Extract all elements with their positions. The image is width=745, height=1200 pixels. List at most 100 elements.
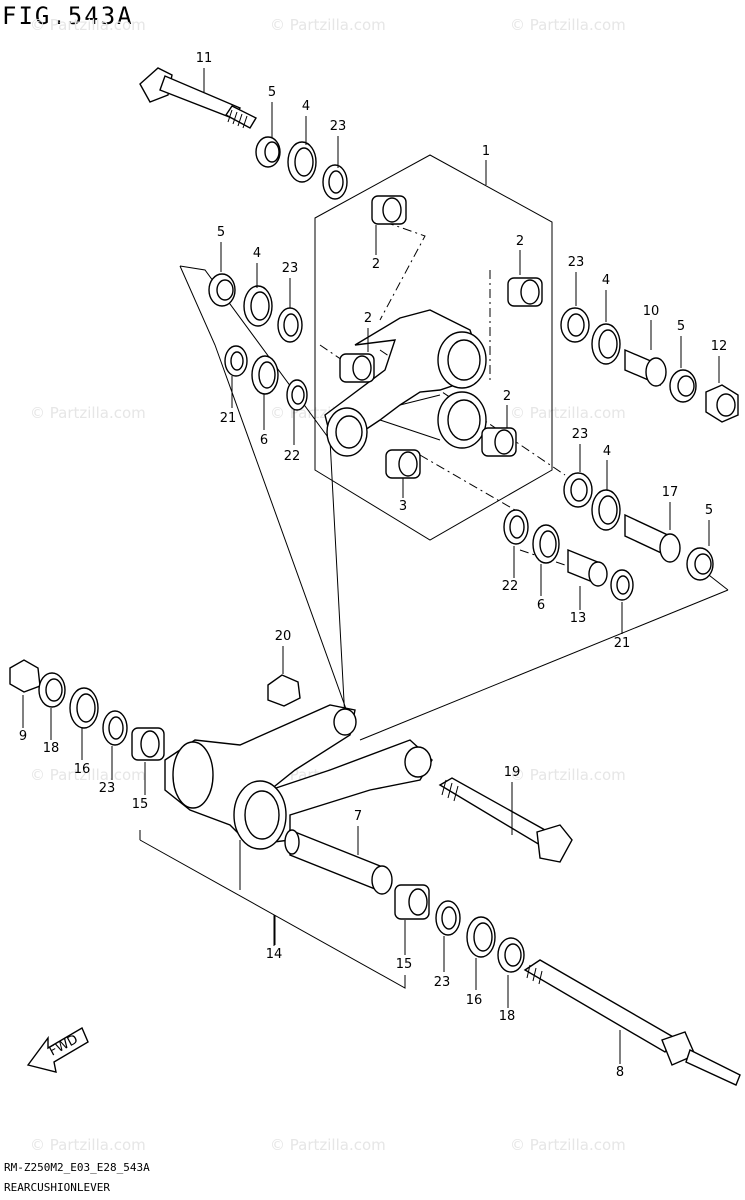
washer-23-right	[560, 307, 590, 343]
bolt-11	[139, 67, 257, 129]
callout-number: 7	[354, 809, 362, 824]
callout-number: 13	[570, 611, 587, 626]
spacer-17	[624, 513, 681, 563]
callout-number: 16	[74, 762, 91, 777]
callout-number: 1	[482, 144, 490, 159]
washer-23-top	[322, 164, 348, 200]
watermark: © Partzilla.com	[30, 404, 146, 422]
leader-line	[179, 265, 346, 721]
callout-number: 4	[603, 444, 611, 459]
callout-number: 23	[99, 781, 116, 796]
connecting-rod-14	[164, 704, 433, 850]
washer-23-lower-right	[435, 900, 461, 936]
bearing-2-d	[481, 427, 517, 457]
bearing-2-a	[371, 195, 407, 225]
seal-6-left	[251, 355, 279, 395]
watermark: © Partzilla.com	[510, 1136, 626, 1154]
callout-number: 15	[396, 957, 413, 972]
callout-number: 9	[19, 729, 27, 744]
callout-number: 3	[399, 499, 407, 514]
callout-number: 5	[217, 225, 225, 240]
callout-number: 5	[705, 503, 713, 518]
guide-line	[379, 221, 426, 321]
guide-line	[419, 454, 516, 511]
callout-number: 18	[499, 1009, 516, 1024]
washer-22-left	[286, 379, 308, 411]
collar-18-left	[38, 672, 66, 708]
collar-5-top	[255, 136, 281, 168]
callout-number: 4	[253, 246, 261, 261]
callout-number: 14	[266, 947, 283, 962]
callout-number: 4	[302, 99, 310, 114]
callout-number: 8	[616, 1065, 624, 1080]
callout-number: 23	[434, 975, 451, 990]
callout-number: 17	[662, 485, 679, 500]
spacer-10	[624, 348, 667, 387]
callout-number: 10	[643, 304, 660, 319]
watermark: © Partzilla.com	[270, 1136, 386, 1154]
bearing-3	[385, 449, 421, 479]
callout-number: 2	[364, 311, 372, 326]
collar-5-left	[208, 273, 236, 307]
bolt-19	[438, 777, 573, 863]
callout-number: 2	[503, 389, 511, 404]
watermark: © Partzilla.com	[30, 16, 146, 34]
bolt-8	[523, 959, 741, 1086]
bearing-2-b	[507, 277, 543, 307]
seal-16-left	[69, 687, 99, 729]
watermark: © Partzilla.com	[30, 1136, 146, 1154]
bearing-15-left	[131, 727, 165, 761]
watermark: © Partzilla.com	[510, 404, 626, 422]
collar-18-right	[497, 937, 525, 973]
collar-5-right	[669, 369, 697, 403]
seal-4-top	[287, 141, 317, 183]
callout-number: 18	[43, 741, 60, 756]
lever-assembly-outline	[314, 154, 553, 541]
seal-4-right-lower	[591, 489, 621, 531]
cushion-lever-body	[324, 309, 487, 457]
callout-number: 20	[275, 629, 292, 644]
washer-23-left	[277, 307, 303, 343]
callout-number: 4	[602, 273, 610, 288]
callout-number: 23	[282, 261, 299, 276]
callout-number: 15	[132, 797, 149, 812]
callout-number: 2	[372, 257, 380, 272]
callout-number: 23	[330, 119, 347, 134]
watermark: © Partzilla.com	[30, 766, 146, 784]
cap-20	[267, 674, 301, 707]
washer-23-right-lower	[563, 472, 593, 508]
bearing-15-right	[394, 884, 430, 920]
seal-6-right	[532, 524, 560, 564]
callout-number: 5	[677, 319, 685, 334]
nut-9	[9, 659, 41, 693]
callout-labels: 1154231222235423216222341051223417522613…	[19, 51, 727, 1080]
fwd-arrow-icon: FWD	[26, 1026, 89, 1073]
callout-number: 21	[220, 411, 237, 426]
leader-line	[179, 265, 351, 721]
figure-title: FIG.543A	[2, 2, 134, 30]
seal-4-left	[243, 285, 273, 327]
callout-number: 12	[711, 339, 728, 354]
watermark: © Partzilla.com	[270, 16, 386, 34]
nut-12	[705, 384, 739, 423]
callout-number: 19	[504, 765, 521, 780]
callout-number: 22	[284, 449, 301, 464]
bearing-2-c	[339, 353, 375, 383]
callout-number: 16	[466, 993, 483, 1008]
leader-line	[359, 589, 729, 741]
watermark: © Partzilla.com	[510, 16, 626, 34]
exploded-view: © Partzilla.com © Partzilla.com © Partzill…	[9, 16, 741, 1154]
callout-number: 23	[572, 427, 589, 442]
figure-name: REARCUSHIONLEVER	[4, 1181, 110, 1194]
seal-16-right	[466, 916, 496, 958]
seal-4-right	[591, 323, 621, 365]
figure-code: RM-Z250M2_E03_E28_543A	[4, 1161, 150, 1174]
washer-22-right	[503, 509, 529, 545]
callout-number: 11	[196, 51, 213, 66]
callout-number: 5	[268, 85, 276, 100]
ring-21-right	[610, 569, 634, 601]
ring-21-left	[224, 345, 248, 377]
collar-5-right-lower	[686, 547, 714, 581]
watermark: © Partzilla.com	[510, 766, 626, 784]
